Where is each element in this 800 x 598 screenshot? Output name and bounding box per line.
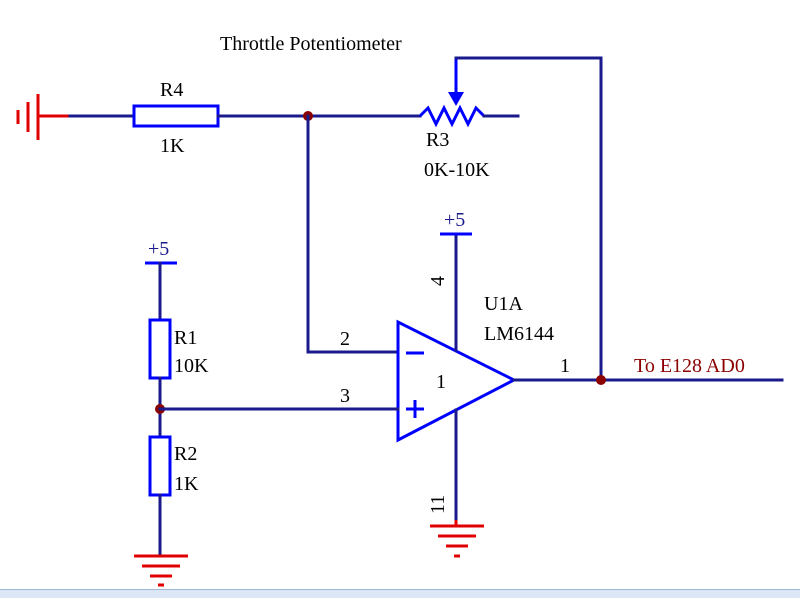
wire-feedback (454, 56, 603, 382)
pin-vminus-label: 11 (427, 495, 449, 514)
wire-to-inverting (306, 114, 400, 354)
u1a-ref-label: U1A (484, 293, 523, 315)
pin-noninverting-label: 3 (340, 385, 350, 407)
junction-output (596, 375, 606, 385)
title-label: Throttle Potentiometer (220, 33, 402, 55)
net-label-output: To E128 AD0 (634, 355, 745, 377)
resistor-r2 (148, 435, 172, 497)
r2-value-label: 1K (174, 473, 199, 495)
ground-symbol-opamp (430, 520, 484, 558)
ground-symbol-divider (134, 554, 188, 587)
window-bottom-edge (0, 589, 800, 598)
u1a-unit-label: 1 (436, 371, 446, 393)
r3-ref-label: R3 (426, 129, 449, 151)
resistor-r1 (148, 318, 172, 380)
potentiometer-r3 (418, 58, 520, 128)
pin-vplus-label: 4 (427, 276, 449, 286)
resistor-r4 (132, 104, 220, 128)
r1-value-label: 10K (174, 355, 209, 377)
u1a-part-label: LM6144 (484, 323, 554, 345)
ground-symbol-left (16, 94, 70, 140)
r4-ref-label: R4 (160, 79, 183, 101)
r2-ref-label: R2 (174, 443, 197, 465)
vcc-left-label: +5 (148, 238, 169, 260)
r3-value-label: 0K-10K (424, 159, 490, 181)
r4-value-label: 1K (160, 135, 185, 157)
r1-ref-label: R1 (174, 327, 197, 349)
pin-inverting-label: 2 (340, 328, 350, 350)
pin-output-label: 1 (560, 355, 570, 377)
vcc-opamp-label: +5 (444, 209, 465, 231)
